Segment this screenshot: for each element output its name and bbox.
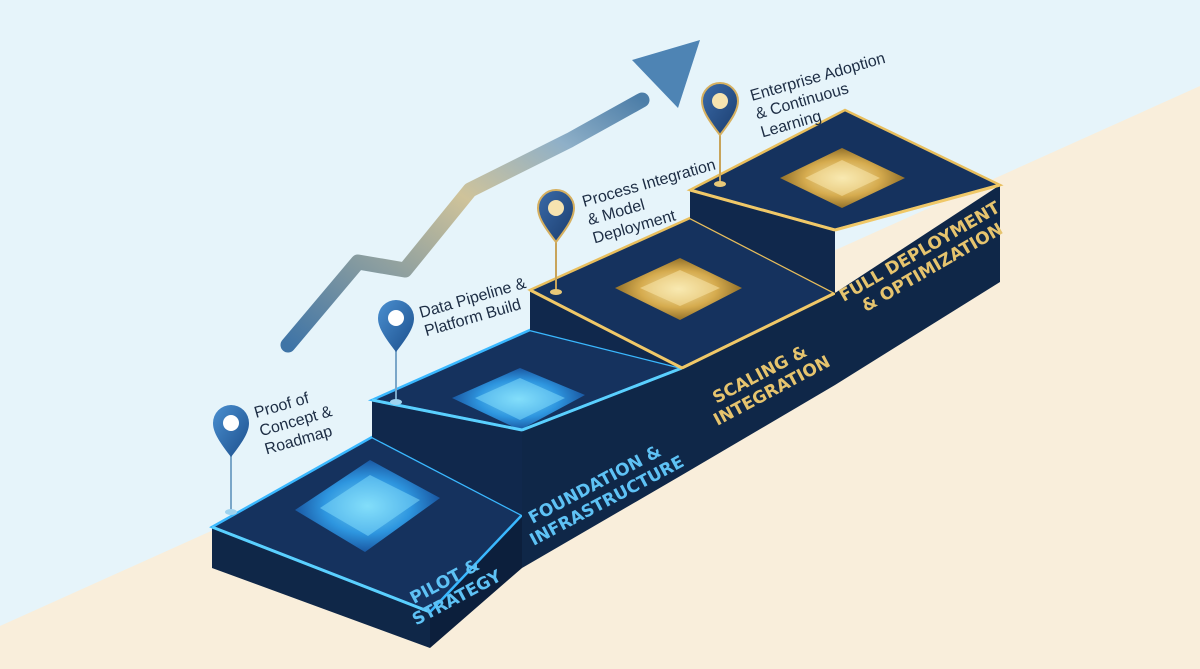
location-pin-icon [700, 82, 740, 137]
location-pin-icon [378, 300, 414, 352]
milestone-pin-deployment [700, 82, 740, 187]
milestone-pin-pilot [213, 405, 249, 515]
stage-block-deployment [686, 108, 1004, 385]
location-pin-icon [213, 405, 249, 457]
trend-arrow-icon [280, 40, 700, 353]
milestone-pin-foundation [378, 300, 414, 405]
stage-block-foundation [367, 328, 687, 568]
stage-block-scaling [527, 216, 838, 475]
location-pin-icon [536, 189, 576, 244]
milestone-pin-scaling [536, 189, 576, 295]
